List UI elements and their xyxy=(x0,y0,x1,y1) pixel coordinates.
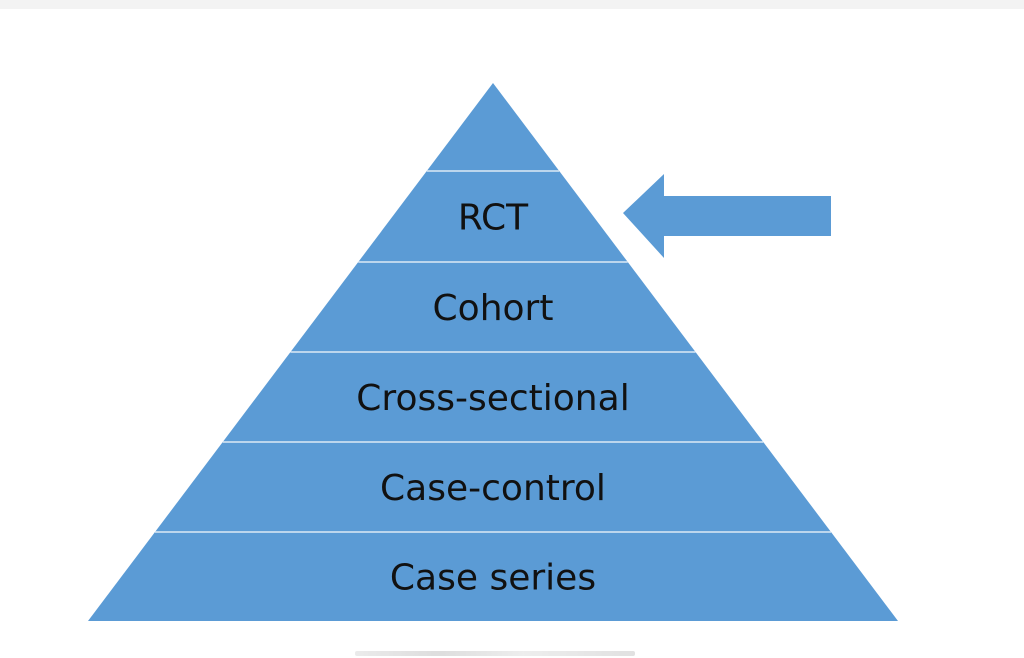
arrow-left-icon xyxy=(623,174,831,258)
top-bar xyxy=(0,0,1024,9)
footer-caption-smudge xyxy=(355,651,635,656)
pyramid-layer-label: Cross-sectional xyxy=(356,378,629,419)
pyramid-layer-1 xyxy=(358,171,628,262)
pyramid-labels: RCT CohortCross-sectionalCase-controlCase… xyxy=(356,198,629,599)
pyramid-layer-2 xyxy=(290,262,696,352)
pyramid-layer-4 xyxy=(154,442,832,532)
pyramid-layer-3 xyxy=(222,352,764,442)
pyramid-layer-label: Cohort xyxy=(433,288,554,329)
pyramid-layer-label: Case-control xyxy=(380,468,606,509)
pyramid-layer-label: Case series xyxy=(390,558,596,599)
pyramid-layer-5 xyxy=(88,532,898,621)
pyramid-layer-label: RCT xyxy=(458,198,529,239)
pyramid-separators xyxy=(154,170,832,533)
pyramid-layers xyxy=(88,83,898,621)
pyramid-layer-0 xyxy=(426,83,560,171)
